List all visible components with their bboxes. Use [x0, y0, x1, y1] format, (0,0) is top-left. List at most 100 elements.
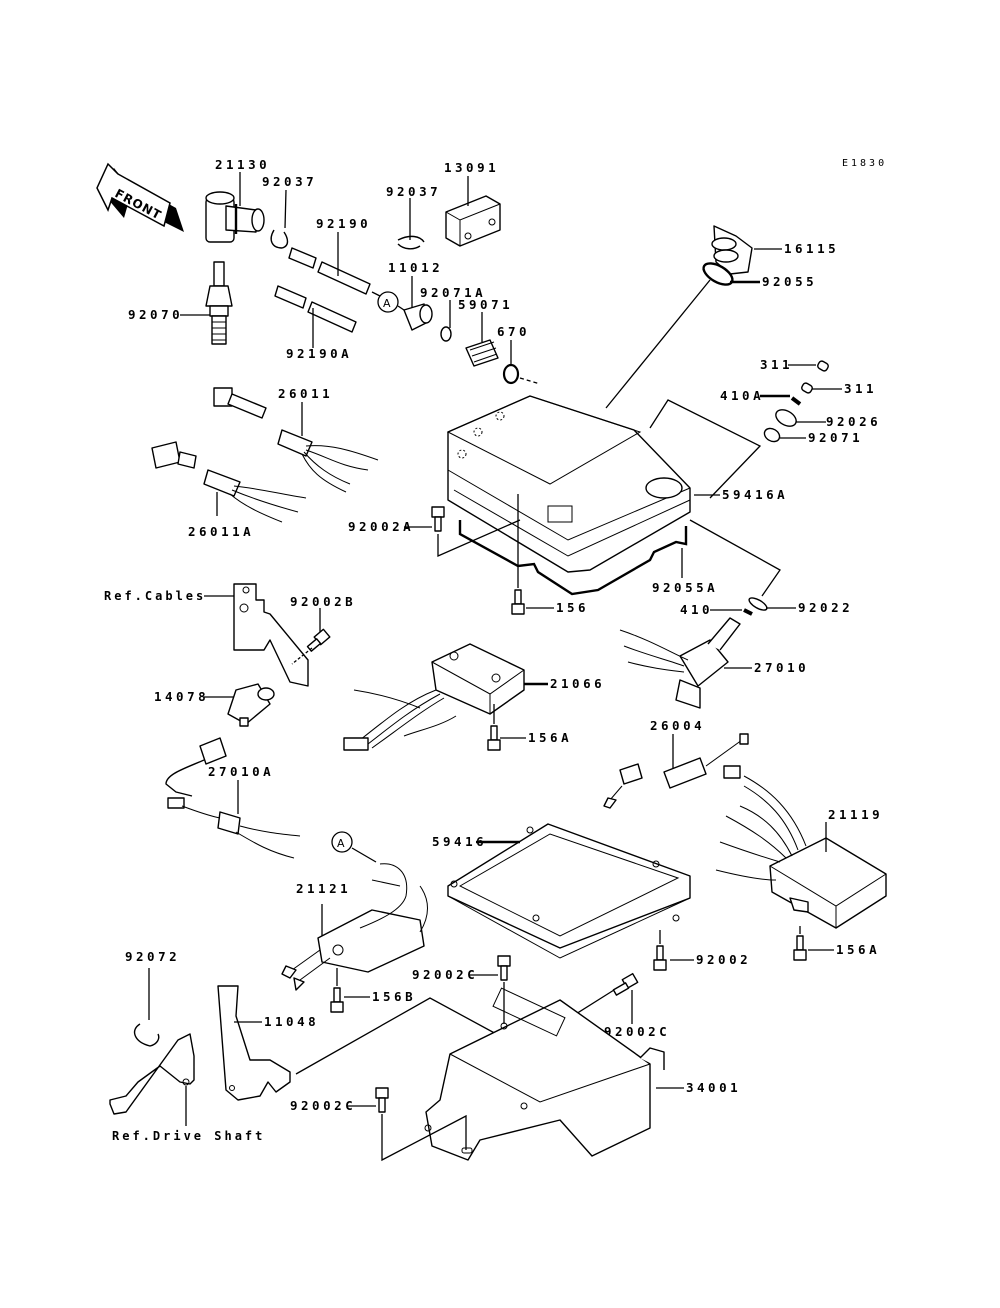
part-92002C-bolt-right — [612, 972, 639, 996]
callout-A-bottom-text: A — [337, 837, 345, 850]
label-92190A: 92190A — [286, 346, 352, 361]
label-27010A: 27010A — [208, 764, 274, 779]
label-59416: 59416 — [432, 834, 487, 849]
label-21119: 21119 — [828, 807, 883, 822]
label-670: 670 — [497, 324, 530, 339]
part-311-nipple-upper — [817, 360, 829, 372]
label-11048: 11048 — [264, 1014, 319, 1029]
label-92070: 92070 — [128, 307, 183, 322]
label-92055A: 92055A — [652, 580, 718, 595]
part-21130-plug-cap — [205, 191, 265, 243]
part-11012-cap — [403, 303, 433, 331]
part-92037-clip-right — [397, 235, 425, 250]
label-92002A: 92002A — [348, 519, 414, 534]
label-13091: 13091 — [444, 160, 499, 175]
part-156-bolt — [511, 589, 525, 615]
label-92037-right: 92037 — [386, 184, 441, 199]
part-59071-fitting — [465, 339, 499, 367]
label-14078: 14078 — [154, 689, 209, 704]
part-92022-grommet — [748, 597, 768, 611]
part-92072-clip — [133, 1023, 160, 1047]
part-21066-regulator — [343, 643, 525, 751]
part-13091-holder — [445, 195, 501, 247]
part-156B-bolt — [330, 987, 344, 1013]
part-59416A-electric-case — [446, 395, 691, 573]
part-410-pin — [743, 608, 753, 616]
part-92002-bolt — [653, 945, 667, 971]
part-26011A-lead — [151, 441, 307, 523]
diagram-code: E1830 — [842, 158, 887, 169]
label-92055: 92055 — [762, 274, 817, 289]
part-92071A-grommet — [440, 326, 452, 342]
part-92070-spark-plug — [205, 261, 233, 345]
label-92026: 92026 — [826, 414, 881, 429]
part-92002B-bolt — [306, 628, 331, 652]
part-drive-shaft-bracket — [109, 1033, 195, 1115]
part-92037-clip-left — [270, 229, 289, 249]
part-156A-bolt-mid — [487, 725, 501, 751]
label-59416A: 59416A — [722, 487, 788, 502]
label-410A: 410A — [720, 388, 764, 403]
label-92190: 92190 — [316, 216, 371, 231]
part-410A-pin — [790, 396, 802, 406]
part-21119-cdi-unit — [715, 765, 887, 929]
part-92002C-bolt-bottom — [375, 1087, 389, 1113]
label-410: 410 — [680, 602, 713, 617]
label-27010: 27010 — [754, 660, 809, 675]
part-34001-mounting-plate — [424, 987, 665, 1161]
label-16115: 16115 — [784, 241, 839, 256]
label-92071A: 92071A — [420, 285, 486, 300]
part-cable-bracket — [233, 583, 309, 687]
part-26011-lead — [213, 387, 379, 493]
label-26004: 26004 — [650, 718, 705, 733]
callout-A-bottom — [331, 831, 353, 853]
label-21066: 21066 — [550, 676, 605, 691]
label-26011: 26011 — [278, 386, 333, 401]
part-156A-bolt-right — [793, 935, 807, 961]
label-92002C-right: 92002C — [604, 1024, 670, 1039]
part-92002A-bolt — [431, 506, 445, 532]
label-92022: 92022 — [798, 600, 853, 615]
label-92071: 92071 — [808, 430, 863, 445]
part-21121-ignition-coil — [281, 863, 428, 991]
label-156A-right: 156A — [836, 942, 880, 957]
part-92190-tube — [288, 247, 371, 295]
part-26004-resistor — [603, 733, 749, 809]
callout-A-top-text: A — [383, 297, 391, 310]
part-92190A-tube — [274, 285, 357, 333]
part-27010-switch — [619, 617, 741, 709]
label-21130: 21130 — [215, 157, 270, 172]
label-311-upper: 311 — [760, 357, 793, 372]
label-34001: 34001 — [686, 1080, 741, 1095]
part-670-o-ring — [502, 363, 520, 385]
part-27010A-switch — [165, 737, 301, 859]
label-92072: 92072 — [125, 949, 180, 964]
front-arrow-icon: FRONT — [96, 162, 184, 232]
label-92002C-top: 92002C — [412, 967, 478, 982]
part-14078-holder — [227, 683, 275, 727]
label-26011A: 26011A — [188, 524, 254, 539]
label-59071: 59071 — [458, 297, 513, 312]
label-156: 156 — [556, 600, 589, 615]
label-92002: 92002 — [696, 952, 751, 967]
part-92002C-bolt-top — [497, 955, 511, 981]
label-311-lower: 311 — [844, 381, 877, 396]
label-ref-drive-shaft: Ref.Drive Shaft — [112, 1129, 265, 1143]
part-59416-cover — [447, 823, 691, 959]
part-92071-grommet — [763, 427, 781, 443]
part-11048-bracket — [217, 985, 291, 1101]
label-156B: 156B — [372, 989, 416, 1004]
label-92002C-bottom: 92002C — [290, 1098, 356, 1113]
leader-92037-left — [284, 189, 287, 229]
label-11012: 11012 — [388, 260, 443, 275]
label-156A-mid: 156A — [528, 730, 572, 745]
part-92026-grommet — [775, 409, 797, 427]
label-ref-cables: Ref.Cables — [104, 589, 206, 603]
label-92002B: 92002B — [290, 594, 356, 609]
label-21121: 21121 — [296, 881, 351, 896]
part-311-nipple-lower — [801, 382, 813, 394]
label-92037-left: 92037 — [262, 174, 317, 189]
part-16115-plug — [711, 225, 753, 275]
callout-A-top — [377, 291, 399, 313]
